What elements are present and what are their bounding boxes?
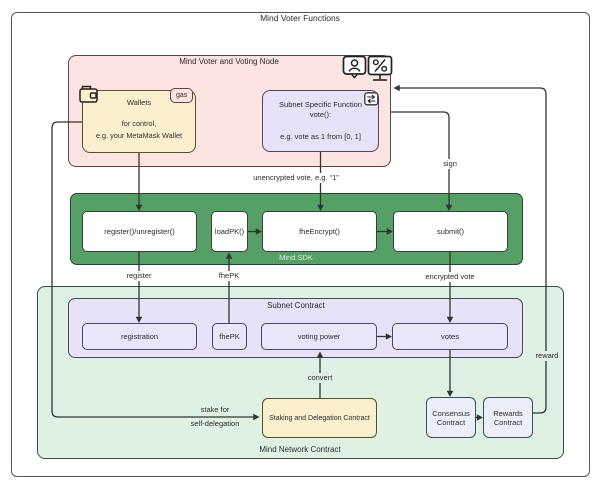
edge-label-fhepk: fhePK <box>215 271 243 281</box>
fhepk-label: fhePK <box>219 332 240 341</box>
rewards-label: Rewards Contract <box>493 408 523 427</box>
container-subnet-contract-label: Subnet Contract <box>267 301 325 310</box>
percent-monitor-icon <box>367 55 393 81</box>
container-mind-network-label: Mind Network Contract <box>259 445 341 454</box>
voting-power-label: voting power <box>297 332 341 341</box>
node-submit: submit() <box>393 211 508 252</box>
registration-label: registration <box>120 332 159 341</box>
node-consensus-contract: Consensus Contract <box>426 397 476 438</box>
vote-fn-title-1: Subnet Specific Function <box>279 100 362 109</box>
swap-arrows-icon <box>364 91 379 105</box>
node-staking-delegation: Staking and Delegation Contract <box>262 398 377 438</box>
fheencrypt-fn-label: fheEncrypt() <box>299 227 340 236</box>
container-voting-node-label: Mind Voter and Voting Node <box>179 57 279 66</box>
person-chat-icon <box>342 55 367 79</box>
vote-fn-desc: e.g. vote as 1 from [0, 1] <box>280 132 361 141</box>
node-voting-power: voting power <box>261 323 377 350</box>
edge-label-reward: reward <box>532 351 562 361</box>
node-fheencrypt: fheEncrypt() <box>262 211 377 252</box>
consensus-label: Consensus Contract <box>432 408 470 427</box>
node-votes: votes <box>392 323 508 350</box>
gas-badge: gas <box>170 88 194 103</box>
edge-label-register: register <box>123 271 155 281</box>
node-registration: registration <box>82 323 197 350</box>
node-subnet-specific-function: Subnet Specific Function vote(): e.g. vo… <box>262 90 379 152</box>
staking-label: Staking and Delegation Contract <box>269 414 370 422</box>
votes-label: votes <box>441 332 459 341</box>
node-rewards-contract: Rewards Contract <box>483 397 533 438</box>
edge-label-sign: sign <box>440 159 460 169</box>
wallets-title: Wallets <box>126 98 152 107</box>
node-register-unregister: register()/unregister() <box>82 211 197 252</box>
submit-fn-label: submit() <box>436 227 465 236</box>
node-loadpk: loadPK() <box>211 211 248 252</box>
wallets-desc-2: e.g. your MetaMask Wallet <box>95 131 183 140</box>
edge-label-stake-line2: self-delegation <box>190 419 240 428</box>
container-mind-sdk-label: Mind SDK <box>279 253 313 262</box>
node-fhepk: fhePK <box>212 323 247 350</box>
wallets-desc-1: for control, <box>121 119 157 128</box>
vote-fn-title-2: vote(): <box>309 110 332 119</box>
wallet-icon <box>79 85 98 103</box>
edge-label-encrypted-vote: encrypted vote <box>422 272 478 282</box>
edge-label-stake-line1: stake for <box>200 405 230 414</box>
diagram-title: Mind Voter Functions <box>260 13 340 23</box>
register-fn-label: register()/unregister() <box>104 227 175 236</box>
loadpk-fn-label: loadPK() <box>214 227 245 236</box>
edge-label-unencrypted-vote: unencrypted vote, e.g. “1” <box>250 173 342 183</box>
edge-label-convert: convert <box>304 373 336 383</box>
